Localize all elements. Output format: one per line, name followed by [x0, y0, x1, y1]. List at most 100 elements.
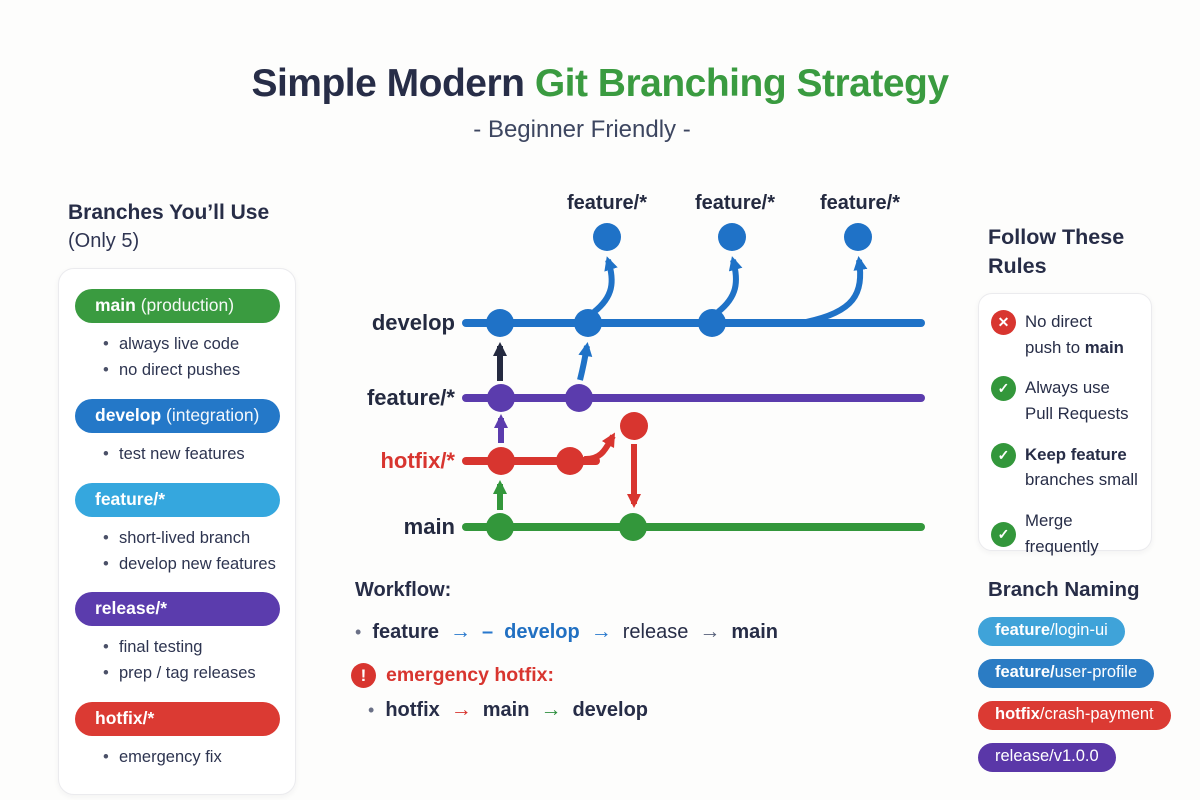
feature-row-label: feature/* [366, 385, 455, 410]
branch-pill-hotfix-name: hotfix/* [95, 708, 155, 729]
pill-rest-part: /login-ui [1050, 621, 1108, 639]
bullet-item: develop new features [103, 552, 279, 578]
branches-panel-card: main (production) always live code no di… [58, 268, 296, 795]
rule-item: ✓ Merge frequently [991, 508, 1141, 559]
bullet-item: no direct pushes [103, 358, 279, 384]
develop-row-label: develop [371, 310, 455, 335]
branch-naming-list: feature/login-ui feature/user-profile ho… [978, 617, 1171, 772]
workflow-step-hotfix: hotfix [385, 698, 440, 721]
feature-branch-dot [844, 223, 872, 251]
branch-feature-bullets: short-lived branch develop new features [75, 526, 279, 578]
arrow-feature2-to-develop [577, 342, 593, 381]
hotfix-commit-dot [556, 447, 584, 475]
pill-bold-part: release/v1.0.0 [995, 747, 1099, 765]
branch-main-bullets: always live code no direct pushes [75, 332, 279, 384]
naming-pill-release-v1-0-0: release/v1.0.0 [978, 743, 1116, 772]
branch-pill-main: main (production) [75, 289, 280, 323]
feature-branch-label-2: feature/* [694, 192, 776, 214]
pill-bold-part: feature [995, 621, 1051, 639]
workflow-step-release: release [622, 620, 689, 643]
feature-branch-dot [593, 223, 621, 251]
bullet-item: final testing [103, 635, 279, 661]
branch-release-bullets: final testing prep / tag releases [75, 635, 279, 687]
workflow-heading: Workflow: [355, 579, 452, 601]
naming-pill-feature-login-ui: feature/login-ui [978, 617, 1125, 646]
rule-line1: Merge frequently [1025, 511, 1099, 556]
rule-line2: push to [1025, 337, 1085, 357]
naming-pill-hotfix-crash-payment: hotfix/crash-payment [978, 701, 1171, 730]
workflow-step-develop: develop [504, 620, 580, 643]
workflow-step-feature: feature [372, 620, 440, 643]
rule-line1: No direct [1025, 312, 1093, 331]
rule-text: Merge frequently [1025, 508, 1141, 559]
develop-commit-dot [574, 309, 602, 337]
branch-pill-develop-name: develop [95, 404, 162, 425]
develop-commit-dot [698, 309, 726, 337]
branch-pill-feature-name: feature/* [95, 488, 166, 509]
page-title: Simple Modern Git Branching Strategy [0, 62, 1200, 106]
page-subtitle: - Beginner Friendly - [473, 116, 691, 143]
main-row-label: main [403, 514, 455, 539]
arrow-right-icon: → [699, 620, 721, 643]
arrow-develop-to-feature1 [592, 256, 618, 315]
bullet-item: short-lived branch [103, 526, 279, 552]
pill-bold-part: hotfix [995, 705, 1040, 723]
workflow-emergency-flow: • hotfix → main → develop [368, 698, 648, 722]
rule-item: ✕ No direct push to main [991, 309, 1141, 360]
hotfix-commit-dot [487, 447, 515, 475]
branches-panel-subheading: (Only 5) [68, 230, 140, 252]
rules-panel-heading: Follow These Rules [988, 225, 1125, 279]
arrow-right-icon: → [540, 698, 562, 721]
emergency-hotfix-label: emergency hotfix: [386, 664, 554, 686]
bullet-item: prep / tag releases [103, 661, 279, 687]
feature-branch-label-1: feature/* [566, 192, 648, 214]
pill-rest-part: user-profile [1054, 663, 1138, 681]
branch-pill-release-name: release/* [95, 598, 168, 619]
bullet-item: emergency fix [103, 745, 279, 771]
main-commit-dot [486, 513, 514, 541]
naming-pill-feature-user-profile: feature/user-profile [978, 659, 1155, 688]
develop-commit-dot [486, 309, 514, 337]
rule-item: ✓ Always use Pull Requests [991, 375, 1141, 426]
rule-line1: Always use [1025, 378, 1110, 398]
bullet-item: always live code [103, 332, 279, 358]
title-highlight: Git Branching Strategy [534, 62, 949, 105]
rules-panel-card: ✕ No direct push to main ✓ Always use Pu… [978, 293, 1152, 556]
arrow-develop-to-feature3 [805, 256, 868, 325]
pill-rest-part: /crash-payment [1039, 705, 1154, 723]
branch-pill-release: release/* [75, 592, 280, 627]
check-circle-icon: ✓ [991, 442, 1016, 468]
rule-line2: branches small [1025, 470, 1138, 490]
hotfix-row-label: hotfix/* [380, 448, 455, 473]
check-circle-icon: ✓ [991, 376, 1016, 402]
branch-pill-develop-suffix: (integration) [161, 404, 260, 425]
pill-bold-part: feature/ [995, 663, 1055, 681]
rule-line2: Pull Requests [1025, 404, 1129, 424]
rule-line2-bold: main [1084, 337, 1124, 357]
main-commit-dot [619, 513, 647, 541]
rule-line1: Keep feature [1025, 444, 1127, 464]
branches-panel-heading: Branches You’ll Use [68, 201, 270, 224]
branch-naming-heading: Branch Naming [988, 578, 1140, 601]
bullet-dot: • [368, 699, 375, 720]
rule-item: ✓ Keep feature branches small [991, 442, 1141, 493]
alert-exclamation-icon: ! [351, 663, 376, 688]
arrow-develop-to-feature2 [716, 256, 743, 315]
emergency-hotfix-row: ! emergency hotfix: [351, 663, 554, 688]
x-circle-icon: ✕ [991, 310, 1016, 335]
hotfix-merge-dot [620, 412, 648, 440]
workflow-step-main2: main [482, 698, 530, 721]
arrow-right-icon: → [450, 698, 472, 721]
branch-hotfix-bullets: emergency fix [75, 745, 279, 771]
feature-branch-label-3: feature/* [819, 192, 901, 214]
workflow-step-main: main [731, 620, 779, 643]
branch-pill-main-suffix: (production) [135, 295, 235, 315]
workflow-main-flow: • feature → – develop → release → main [355, 620, 778, 644]
rule-text: No direct push to main [1025, 309, 1124, 360]
feature-commit-dot [565, 384, 593, 412]
rule-text: Keep feature branches small [1025, 442, 1138, 493]
rule-text: Always use Pull Requests [1025, 375, 1129, 426]
branch-pill-develop: develop (integration) [75, 398, 280, 433]
workflow-step-develop2: develop [572, 698, 649, 721]
feature-branch-dot [718, 223, 746, 251]
